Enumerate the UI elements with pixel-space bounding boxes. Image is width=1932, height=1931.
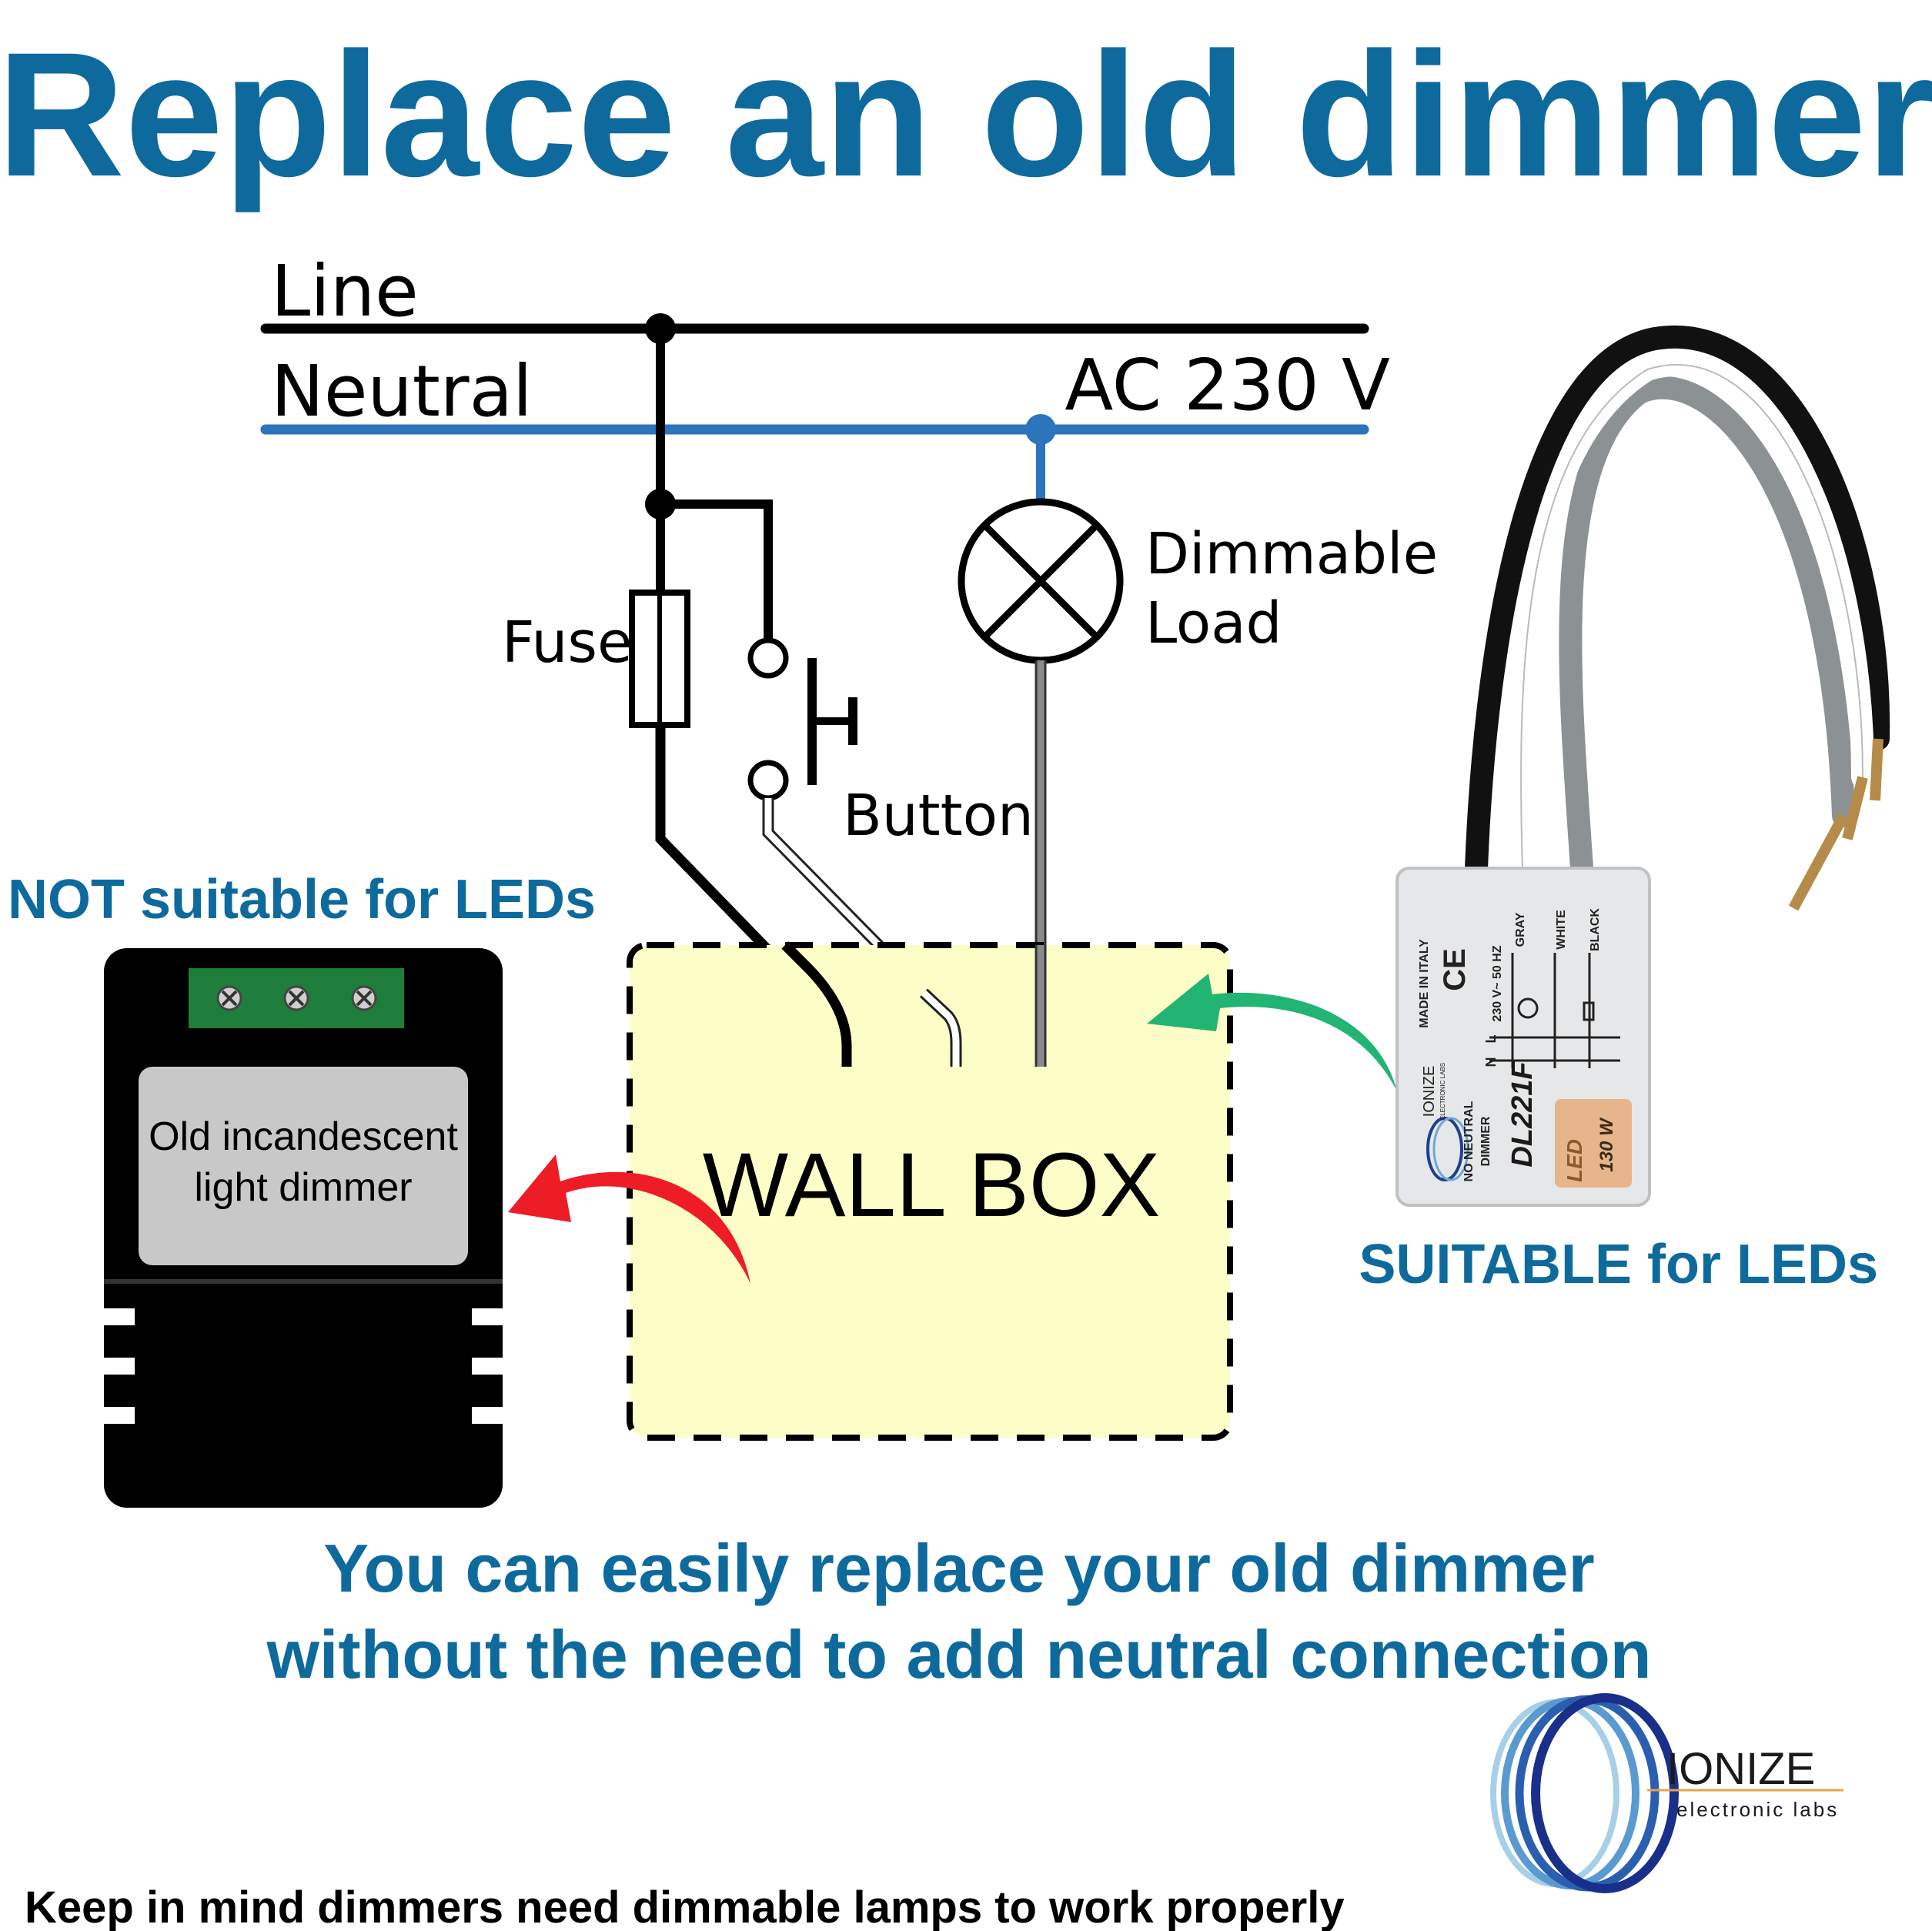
dimmer-type-line2: DIMMER: [1479, 1116, 1492, 1166]
load-label-line2: Load: [1145, 590, 1282, 656]
old-dimmer-label-line2: light dimmer: [194, 1165, 412, 1210]
button-wire-end: [921, 990, 960, 1067]
mini-brand-text: IONIZE: [1421, 1066, 1438, 1118]
old-dimmer: Old incandescent light dimmer: [104, 948, 503, 1508]
dimmer-type-line1: NO NEUTRAL: [1462, 1101, 1476, 1181]
mini-fuse-icon: [1583, 1001, 1595, 1021]
rating-text: 230 V~ 50 HZ: [1491, 945, 1504, 1021]
lamp-cross-b: [981, 522, 1100, 640]
old-dimmer-notch: [472, 1308, 503, 1325]
button-contact-bottom: [747, 760, 789, 801]
gray-wire: [1559, 376, 1855, 880]
white-wire-tip: [1842, 776, 1868, 840]
screw-icon: [216, 985, 242, 1011]
neutral-label: Neutral: [271, 350, 533, 433]
old-dimmer-notch: [104, 1358, 135, 1375]
wall-box-label: WALL BOX: [703, 1134, 1161, 1236]
wire-black-text: BLACK: [1589, 908, 1602, 951]
screw-icon: [283, 985, 309, 1011]
led-text: LED: [1563, 1139, 1586, 1182]
line-label: Line: [271, 250, 419, 332]
not-suitable-heading: NOT suitable for LEDs: [8, 869, 596, 930]
old-dimmer-label-line1: Old incandescent: [149, 1114, 458, 1159]
caption-line1: You can easily replace your old dimmer: [323, 1530, 1594, 1606]
load-label-line1: Dimmable: [1145, 521, 1438, 587]
old-dimmer-notch: [472, 1407, 503, 1424]
button-contact-top: [747, 637, 789, 679]
black-wire-tip: [1870, 738, 1884, 801]
made-in-text: MADE IN ITALY: [1418, 939, 1431, 1028]
model-text: DL221F: [1506, 1061, 1539, 1168]
ionize-logo: IONIZE electronic labs: [1490, 1693, 1843, 1893]
screw-icon: [351, 985, 377, 1011]
voltage-label: AC 230 V: [1065, 344, 1390, 426]
ce-mark: CE: [1438, 948, 1472, 991]
suitable-heading: SUITABLE for LEDs: [1359, 1234, 1878, 1295]
old-dimmer-notch: [472, 1358, 503, 1375]
terminal-n: N: [1483, 1057, 1499, 1067]
new-dimmer: MADE IN ITALY CE 230 V~ 50 HZ GRAY WHITE…: [1396, 325, 1890, 1207]
logo-sub: electronic labs: [1676, 1798, 1839, 1821]
logo-rings-icon: [1490, 1693, 1679, 1893]
footer-note: Keep in mind dimmers need dimmable lamps…: [25, 1883, 1345, 1931]
button-branch-wire: [660, 499, 773, 640]
old-dimmer-notch: [104, 1407, 135, 1424]
red-arrow-icon: [508, 1154, 750, 1284]
old-dimmer-label-plate: [139, 1067, 468, 1265]
gray-wire-tip: [1788, 813, 1849, 911]
caption-line2: without the need to add neutral connecti…: [266, 1616, 1651, 1692]
old-dimmer-notch: [104, 1308, 135, 1325]
wire-gray-text: GRAY: [1514, 912, 1527, 947]
button-label: Button: [843, 783, 1034, 849]
black-wire: [1465, 325, 1890, 880]
wire-white-text: WHITE: [1555, 910, 1568, 950]
logo-name: IONIZE: [1666, 1744, 1815, 1794]
mini-brand-sub-text: ELECTRONIC LABS: [1439, 1063, 1446, 1120]
fused-line-wire-end: [781, 941, 852, 1067]
new-dimmer-printed-label: MADE IN ITALY CE 230 V~ 50 HZ GRAY WHITE…: [1418, 908, 1632, 1188]
white-wire-edge: [1520, 364, 1863, 869]
mini-brand-logo-icon: [1426, 1117, 1469, 1181]
terminal-l: L: [1483, 1035, 1499, 1044]
power-text: 130 W: [1596, 1117, 1617, 1172]
page-title: Replace an old dimmer: [0, 15, 1932, 213]
led-badge: [1555, 1099, 1632, 1188]
fuse-label: Fuse: [502, 610, 633, 676]
mini-lamp-icon: [1517, 997, 1539, 1019]
wall-box: [627, 942, 1233, 1441]
old-dimmer-seam: [104, 1279, 503, 1284]
green-arrow-icon: [1147, 974, 1397, 1091]
